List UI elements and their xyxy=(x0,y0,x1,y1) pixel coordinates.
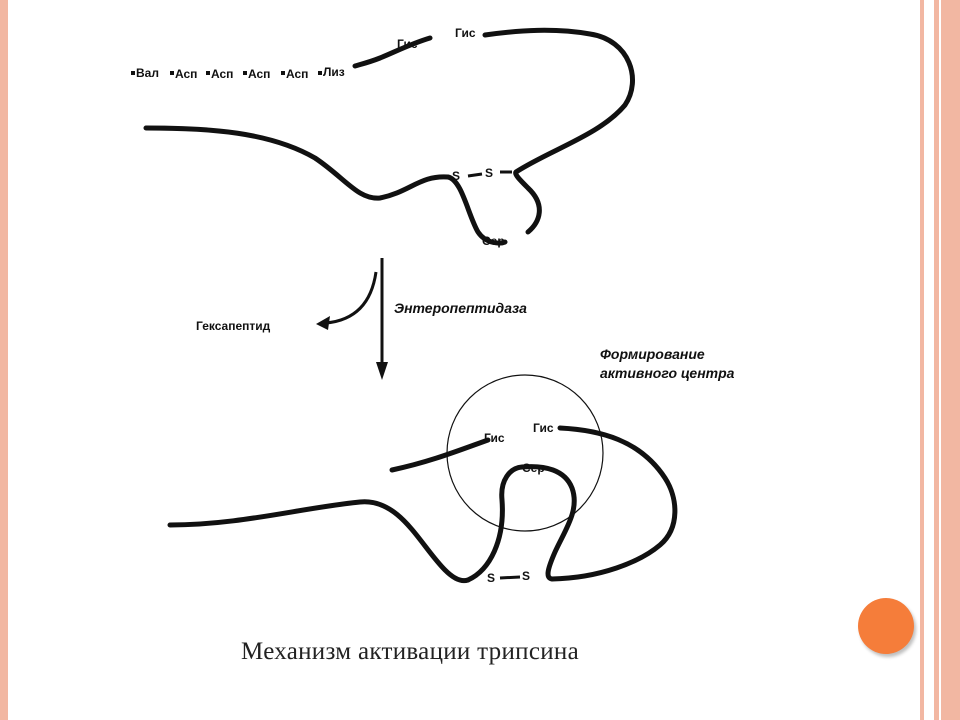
bond-dot xyxy=(318,71,322,75)
active-center-circle xyxy=(446,374,604,532)
top-s-label-2: S xyxy=(485,166,493,180)
bond-dot xyxy=(206,71,210,75)
bottom-s-label-1: S xyxy=(487,571,495,585)
activation-arrow xyxy=(316,258,388,380)
frame-left-border xyxy=(0,0,8,720)
accent-dot xyxy=(858,598,914,654)
top-s-label-1: S xyxy=(452,169,460,183)
frame-right-band xyxy=(934,0,960,720)
bond-dot xyxy=(170,71,174,75)
residue-asp-1: Асп xyxy=(175,67,197,81)
frame-right-line xyxy=(920,0,924,720)
bottom-his-label-1: Гис xyxy=(484,431,505,445)
top-his-label-1: Гис xyxy=(397,37,418,51)
bond-dot xyxy=(281,71,285,75)
top-ser-label: Сер xyxy=(482,234,505,248)
bond-dot xyxy=(243,71,247,75)
trypsinogen-chain xyxy=(143,27,635,246)
hexapeptide-release-arrow xyxy=(325,271,378,325)
trypsinogen-ser-loop xyxy=(482,27,635,235)
residue-asp-2: Асп xyxy=(211,67,233,81)
trypsin-chain xyxy=(167,425,678,584)
trypsin-ss-bond xyxy=(499,575,521,580)
residue-lys: Лиз xyxy=(323,65,345,79)
trypsin-backbone xyxy=(167,499,471,584)
bottom-his-label-2: Гис xyxy=(533,421,554,435)
hexapeptide-label: Гексапептид xyxy=(196,319,271,333)
trypsin-his-segment xyxy=(389,437,491,473)
slide-caption: Механизм активации трипсина xyxy=(241,638,579,665)
bottom-s-label-2: S xyxy=(522,569,530,583)
residue-asp-4: Асп xyxy=(286,67,308,81)
top-his-label-2: Гис xyxy=(455,26,476,40)
enteropeptidase-label: Энтеропептидаза xyxy=(394,300,527,316)
trypsin-ser-loop xyxy=(465,425,678,583)
hexapeptide-sequence: Вал Асп Асп Асп Асп Лиз xyxy=(131,65,345,81)
trypsinogen-his-segment xyxy=(352,35,433,69)
bottom-ser-label: Сер xyxy=(522,461,545,475)
trypsinogen-backbone xyxy=(143,125,508,246)
residue-asp-3: Асп xyxy=(248,67,270,81)
active-center-label-line1: Формирование xyxy=(600,346,705,362)
trypsinogen-ss-bond xyxy=(467,170,512,178)
sequence-start-dot xyxy=(131,71,135,75)
active-center-label-line2: активного центра xyxy=(600,365,735,381)
residue-val: Вал xyxy=(136,66,159,80)
frame-right-border xyxy=(920,0,960,720)
frame-right-inner-line xyxy=(939,0,941,720)
